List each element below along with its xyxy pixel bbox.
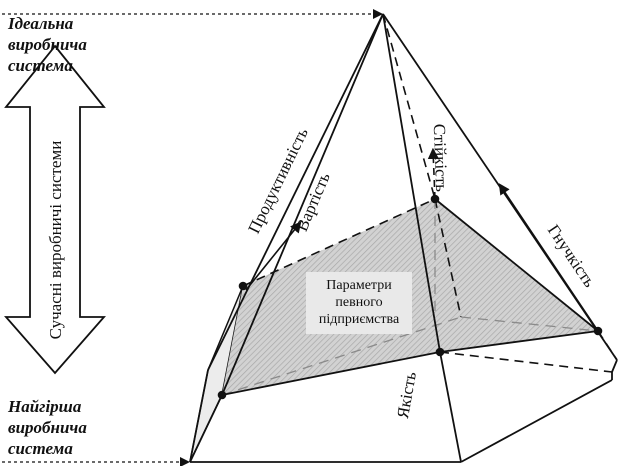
double-arrow — [4, 44, 106, 375]
svg-text:підприємства: підприємства — [319, 312, 400, 327]
center-label: Параметри певного підприємства — [319, 278, 400, 327]
svg-text:виробнича: виробнича — [8, 418, 87, 437]
vertex-stability — [430, 194, 440, 204]
svg-text:система: система — [8, 56, 73, 75]
svg-text:Найгірша: Найгірша — [7, 397, 82, 416]
cost-label: Вартість — [292, 169, 334, 234]
worst-system-label: Найгірша виробнича система — [7, 397, 87, 458]
stability-arrow — [427, 147, 439, 200]
vertex-flexibility — [593, 326, 603, 336]
vertex-quality — [435, 347, 445, 357]
svg-text:Параметри: Параметри — [326, 278, 392, 293]
stability-label: Стійкість — [430, 123, 451, 192]
flexibility-label: Гнучкість — [544, 221, 600, 291]
vertex-productivity — [238, 281, 248, 291]
double-arrow-label: Сучасні виробничі системи — [46, 141, 65, 340]
vertex-cost — [217, 390, 227, 400]
hidden-base-edges — [221, 199, 599, 396]
productivity-arrow — [245, 221, 302, 291]
svg-text:Ідеальна: Ідеальна — [7, 14, 74, 33]
edge-arrows — [245, 147, 599, 332]
leader-lines — [2, 13, 376, 463]
center-label-box — [306, 272, 412, 334]
svg-text:система: система — [8, 439, 73, 458]
ideal-system-label: Ідеальна виробнича система — [7, 14, 87, 75]
svg-text:певного: певного — [335, 295, 382, 310]
flexibility-arrow — [498, 183, 599, 332]
top-leader-arrowhead — [373, 9, 383, 19]
plane-vertices — [217, 194, 603, 400]
quality-label: Якість — [393, 370, 420, 420]
bottom-leader-arrowhead — [180, 457, 190, 467]
svg-text:виробнича: виробнича — [8, 35, 87, 54]
